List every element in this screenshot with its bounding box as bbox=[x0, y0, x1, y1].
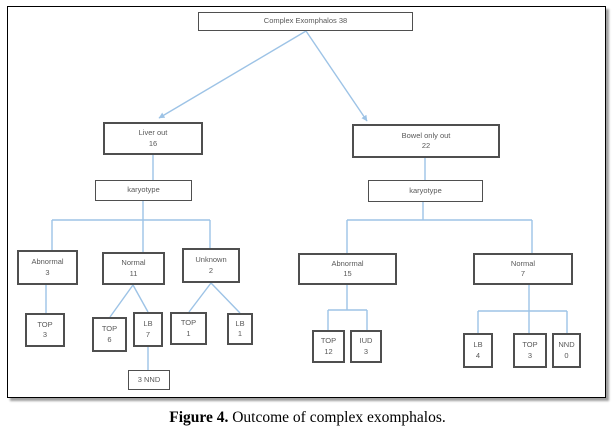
node-value: 7 bbox=[145, 329, 151, 339]
node-normal-bowel: Normal 7 bbox=[473, 253, 573, 285]
figure-caption: Figure 4. Outcome of complex exomphalos. bbox=[0, 409, 615, 427]
node-liver-out: Liver out 16 bbox=[103, 122, 203, 155]
node-value: 7 bbox=[520, 269, 526, 278]
node-value: 12 bbox=[324, 346, 333, 356]
node-normal-liver: Normal 11 bbox=[102, 252, 165, 285]
node-abnormal-liver: Abnormal 3 bbox=[17, 250, 78, 285]
figure-caption-label: Figure 4. bbox=[169, 409, 229, 426]
node-top-normal-bowel: TOP 3 bbox=[513, 333, 547, 368]
figure-caption-text: Outcome of complex exomphalos. bbox=[228, 409, 446, 426]
node-bowel-only-out: Bowel only out 22 bbox=[352, 124, 500, 158]
node-label: TOP bbox=[101, 324, 118, 333]
node-label: LB bbox=[473, 340, 483, 349]
node-label: IUD bbox=[359, 336, 373, 345]
node-label: TOP bbox=[320, 336, 337, 345]
node-value: 3 bbox=[42, 330, 48, 339]
node-lb-unknown-liver: LB 1 bbox=[227, 313, 253, 345]
node-complex-exomphalos: Complex Exomphalos 38 bbox=[198, 12, 413, 31]
node-lb-normal-liver: LB 7 bbox=[133, 312, 163, 347]
node-label: Abnormal bbox=[331, 258, 364, 268]
node-top-abnormal-bowel: TOP 12 bbox=[312, 330, 345, 363]
node-label: karyotype bbox=[127, 185, 160, 195]
node-value: 4 bbox=[475, 350, 481, 360]
node-label: LB bbox=[235, 318, 245, 328]
node-label: LB bbox=[143, 319, 153, 328]
node-value: 11 bbox=[129, 268, 138, 278]
node-3nnd-liver: 3 NND bbox=[128, 370, 170, 390]
node-label: Complex Exomphalos 38 bbox=[263, 16, 348, 26]
node-value: 1 bbox=[237, 329, 243, 338]
node-lb-normal-bowel: LB 4 bbox=[463, 333, 493, 368]
node-top-normal-liver: TOP 6 bbox=[92, 317, 127, 352]
node-value: 15 bbox=[343, 269, 352, 278]
node-label: TOP bbox=[180, 318, 197, 327]
node-karyotype-left: karyotype bbox=[95, 180, 192, 201]
node-unknown-liver: Unknown 2 bbox=[182, 248, 240, 283]
node-value: 3 bbox=[363, 346, 369, 356]
node-value: 0 bbox=[564, 350, 569, 360]
node-label: Bowel only out bbox=[401, 130, 451, 140]
node-label: TOP bbox=[37, 319, 53, 329]
node-abnormal-bowel: Abnormal 15 bbox=[298, 253, 397, 285]
node-karyotype-right: karyotype bbox=[368, 180, 483, 202]
node-label: Liver out bbox=[138, 128, 168, 137]
node-top-abnormal-liver: TOP 3 bbox=[25, 313, 65, 347]
node-value: 1 bbox=[186, 328, 191, 338]
node-label: Normal bbox=[121, 258, 146, 267]
node-label: 3 NND bbox=[137, 374, 161, 384]
node-label: karyotype bbox=[409, 185, 442, 195]
node-value: 3 bbox=[45, 267, 50, 277]
node-value: 2 bbox=[208, 265, 214, 275]
node-label: TOP bbox=[522, 340, 538, 349]
node-value: 16 bbox=[148, 138, 158, 148]
node-label: Abnormal bbox=[31, 257, 64, 266]
node-value: 22 bbox=[421, 141, 431, 150]
node-value: 6 bbox=[107, 334, 112, 344]
node-top-unknown-liver: TOP 1 bbox=[170, 312, 207, 345]
node-value: 3 bbox=[527, 350, 533, 360]
node-nnd-normal-bowel: NND 0 bbox=[552, 333, 581, 368]
node-label: Unknown bbox=[195, 255, 227, 264]
node-iud-abnormal-bowel: IUD 3 bbox=[350, 330, 382, 363]
node-label: NND bbox=[558, 340, 575, 349]
node-label: Normal bbox=[510, 258, 536, 268]
